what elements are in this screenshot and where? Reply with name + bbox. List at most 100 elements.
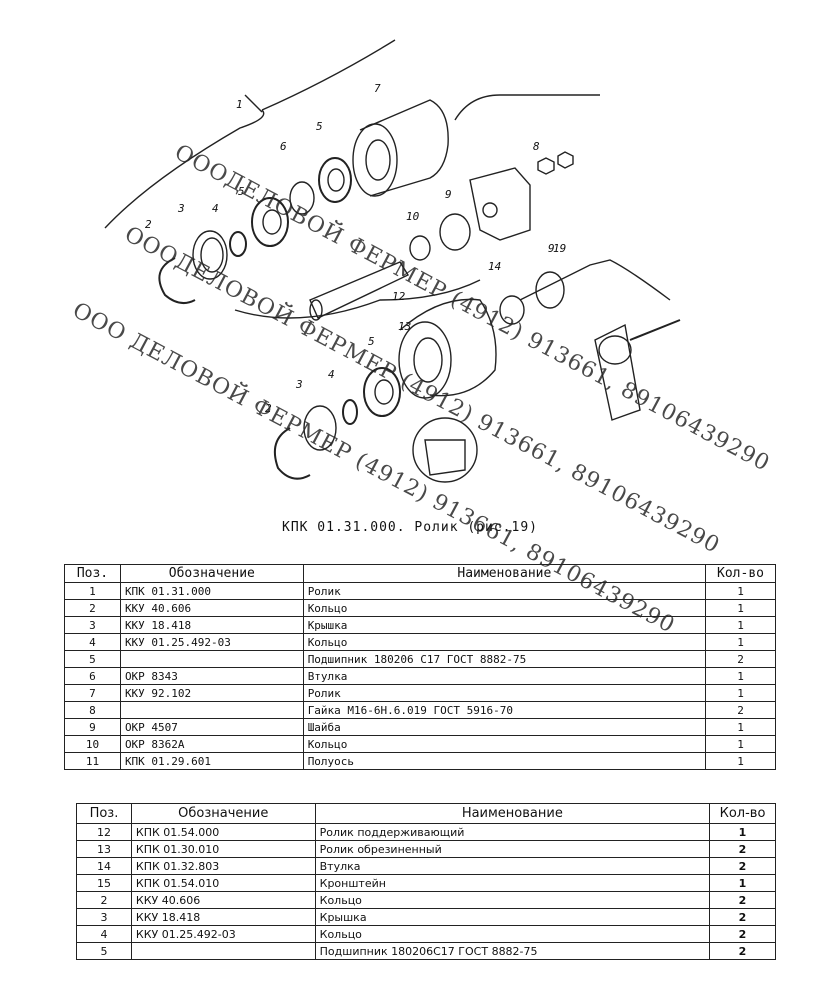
- label-2b: 2: [265, 402, 272, 415]
- bearing-5c: [363, 367, 401, 417]
- cell-qty: 2: [709, 942, 776, 960]
- cell-name: Кольцо: [302, 599, 707, 617]
- figure-caption: КПК 01.31.000. Ролик (рис.19): [282, 520, 538, 535]
- cell-name: Кольцо: [302, 633, 707, 651]
- cell-qty: 2: [709, 925, 776, 943]
- cell-pos: 8: [64, 701, 121, 719]
- bearing-5a: [251, 197, 289, 247]
- label-7: 7: [374, 82, 381, 95]
- cell-qty: 2: [705, 701, 776, 719]
- col-header-designation: Обозначение: [130, 803, 316, 824]
- cell-qty: 2: [709, 908, 776, 926]
- cell-pos: 1: [64, 582, 121, 600]
- label-12: 12: [392, 290, 406, 303]
- cell-designation: ККУ 01.25.492-03: [130, 925, 316, 943]
- cell-qty: 1: [705, 667, 776, 685]
- col-header-qty: Кол-во: [709, 803, 776, 824]
- cell-name: Крышка: [302, 616, 707, 634]
- cell-name: Подшипник 180206С17 ГОСТ 8882-75: [314, 942, 711, 960]
- cell-pos: 10: [64, 735, 121, 753]
- roller-13: [399, 298, 497, 397]
- cell-designation: [119, 701, 304, 719]
- cell-name: Ролик поддерживающий: [314, 823, 711, 841]
- snap-ring-2: [158, 257, 196, 305]
- label-5b: 5: [316, 120, 323, 133]
- cell-designation: КПК 01.30.010: [130, 840, 316, 858]
- label-4: 4: [212, 202, 219, 215]
- ring-4b: [342, 399, 358, 425]
- cell-pos: 6: [64, 667, 121, 685]
- cell-qty: 1: [709, 874, 776, 892]
- cell-designation: [119, 650, 304, 668]
- cell-pos: 12: [76, 823, 132, 841]
- cell-designation: КПК 01.29.601: [119, 752, 304, 770]
- cell-pos: 3: [76, 908, 132, 926]
- cell-designation: ККУ 40.606: [119, 599, 304, 617]
- cell-name: Ролик: [302, 582, 707, 600]
- cell-name: Кольцо: [314, 925, 711, 943]
- cell-name: Гайка М16-6Н.6.019 ГОСТ 5916-70: [302, 701, 707, 719]
- cell-qty: 2: [705, 650, 776, 668]
- label-1: 1: [236, 98, 243, 111]
- cell-pos: 5: [76, 942, 132, 960]
- cell-pos: 9: [64, 718, 121, 736]
- label-3b: 3: [295, 378, 303, 391]
- cell-designation: ОКР 8362А: [119, 735, 304, 753]
- label-13: 13: [398, 320, 411, 333]
- col-header-pos: Поз.: [64, 564, 121, 583]
- cell-designation: КПК 01.32.803: [130, 857, 316, 875]
- bracket-15: [594, 323, 641, 421]
- label-5a: 5: [238, 185, 245, 198]
- cell-pos: 13: [76, 840, 132, 858]
- label-9b: 9: [548, 242, 555, 255]
- col-header-qty: Кол-во: [705, 564, 776, 583]
- cell-qty: 2: [709, 857, 776, 875]
- cell-designation: ККУ 18.418: [119, 616, 304, 634]
- cell-designation: ОКР 4507: [119, 718, 304, 736]
- col-header-pos: Поз.: [76, 803, 132, 824]
- label-3: 3: [177, 202, 185, 215]
- label-6: 6: [280, 140, 287, 153]
- bearing-5b: [318, 157, 352, 203]
- cell-qty: 1: [705, 752, 776, 770]
- label-5c: 5: [368, 335, 375, 348]
- col-header-name: Наименование: [302, 564, 707, 583]
- washer-19: [535, 271, 565, 309]
- snap-ring-2b: [274, 427, 311, 480]
- table-header-row: Поз. Обозначение Наименование Кол-во: [76, 803, 776, 824]
- cell-name: Втулка: [302, 667, 707, 685]
- cell-designation: ККУ 40.606: [130, 891, 316, 909]
- cell-pos: 4: [76, 925, 132, 943]
- cell-qty: 1: [705, 684, 776, 702]
- ring-10: [409, 235, 431, 261]
- label-19: 19: [553, 242, 566, 255]
- cell-name: Ролик обрезиненный: [314, 840, 711, 858]
- cell-designation: ОКР 8343: [119, 667, 304, 685]
- label-8: 8: [533, 140, 540, 153]
- cell-qty: 1: [709, 823, 776, 841]
- cell-designation: ККУ 01.25.492-03: [119, 633, 304, 651]
- cell-name: Подшипник 180206 С17 ГОСТ 8882-75: [302, 650, 707, 668]
- cover-3: [192, 230, 228, 280]
- label-2: 2: [145, 218, 152, 231]
- cell-name: Втулка: [314, 857, 711, 875]
- cell-qty: 2: [709, 840, 776, 858]
- cell-name: Шайба: [302, 718, 707, 736]
